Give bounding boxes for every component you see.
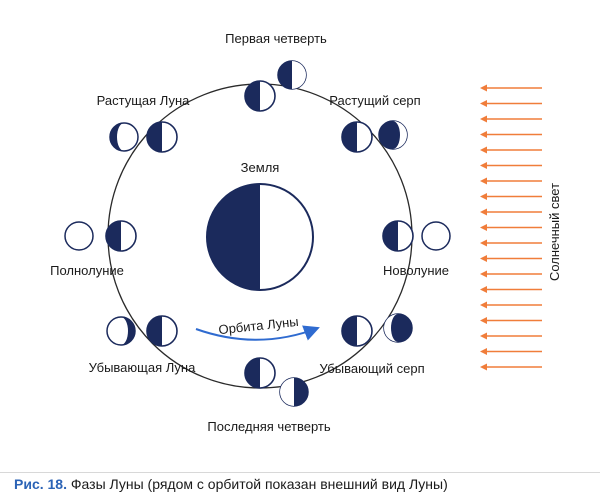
orbit-moon-lower-right — [341, 315, 373, 347]
sunlight-arrow-head — [480, 177, 487, 185]
label-waning-crescent: Убывающий серп — [319, 361, 424, 376]
sunlight-arrow-head — [480, 317, 487, 324]
label-full-moon: Полнолуние — [50, 263, 124, 278]
appearance-new-moon — [421, 221, 451, 251]
label-first-quarter: Первая четверть — [225, 31, 327, 46]
orbit-moon-left — [105, 220, 137, 252]
sunlight-arrow-head — [480, 255, 487, 262]
sunlight-label: Солнечный свет — [547, 183, 562, 281]
sunlight-arrow-head — [480, 131, 487, 138]
orbit-moon-upper-left — [146, 121, 178, 153]
sunlight-arrow-head — [480, 162, 487, 169]
sunlight-arrow-head — [480, 146, 487, 154]
orbit-moon-right — [382, 220, 414, 252]
label-last-quarter: Последняя четверть — [207, 419, 330, 434]
sunlight-arrow-head — [480, 208, 487, 216]
sunlight-arrow-head — [480, 115, 487, 123]
sunlight-arrow-head — [480, 84, 487, 92]
caption-text: Фазы Луны (рядом с орбитой показан внешн… — [66, 476, 448, 492]
orbit-moon-upper-right — [341, 121, 373, 153]
orbit-moon-lower-left — [146, 315, 178, 347]
sunlight-arrow-head — [480, 193, 487, 200]
appearance-moons — [64, 60, 451, 407]
sunlight-arrow-head — [480, 301, 487, 309]
label-new-moon: Новолуние — [383, 263, 449, 278]
appearance-full-moon — [64, 221, 94, 251]
earth-label: Земля — [241, 160, 280, 175]
sunlight-arrow-head — [480, 224, 487, 231]
label-waning-gibbous: Убывающая Луна — [89, 360, 196, 375]
label-waxing-gibbous: Растущая Луна — [97, 93, 191, 108]
appearance-waning-crescent — [383, 313, 413, 343]
appearance-waning-gibbous — [106, 316, 136, 346]
earth — [206, 183, 314, 291]
appearance-waxing-crescent — [378, 120, 408, 150]
orbit-moon-top — [244, 80, 276, 112]
orbit-moon-bottom — [244, 357, 276, 389]
sunlight-arrow-head — [480, 270, 487, 278]
appearance-first-quarter — [277, 60, 307, 90]
sunlight-arrow-head — [480, 363, 487, 371]
label-waxing-crescent: Растущий серп — [329, 93, 420, 108]
figure-caption: Рис. 18. Фазы Луны (рядом с орбитой пока… — [0, 472, 600, 495]
orbit-direction-arrow — [195, 325, 320, 341]
sunlight-arrow-head — [480, 100, 487, 107]
sunlight-arrow-head — [480, 239, 487, 247]
sunlight-arrow-head — [480, 348, 487, 355]
sunlight-arrow-head — [480, 332, 487, 340]
moon-phases-diagram: Земля — [50, 31, 562, 434]
orbit-label: Орбита Луны — [218, 314, 300, 337]
sunlight-arrows — [480, 84, 542, 371]
orbit-moons — [105, 80, 414, 389]
figure-number: Рис. 18. — [14, 476, 67, 492]
appearance-waxing-gibbous — [109, 122, 139, 152]
appearance-last-quarter — [279, 377, 309, 407]
sunlight-arrow-head — [480, 286, 487, 293]
